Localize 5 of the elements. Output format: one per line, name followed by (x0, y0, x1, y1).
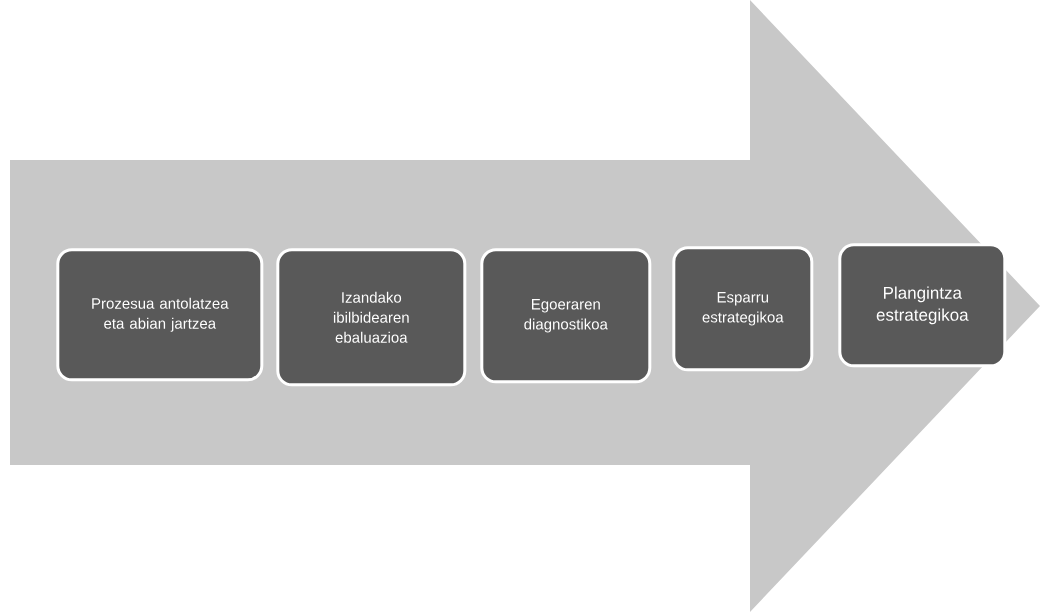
step-box: Izandako ibilbidearen ebaluazioa (276, 248, 467, 387)
step-box: Prozesua antolatzea eta abian jartzea (56, 248, 264, 382)
step-box: Esparru estrategikoa (672, 246, 814, 372)
step-box: Egoeraren diagnostikoa (480, 248, 652, 384)
step-box: Plangintza estrategikoa (838, 243, 1007, 368)
